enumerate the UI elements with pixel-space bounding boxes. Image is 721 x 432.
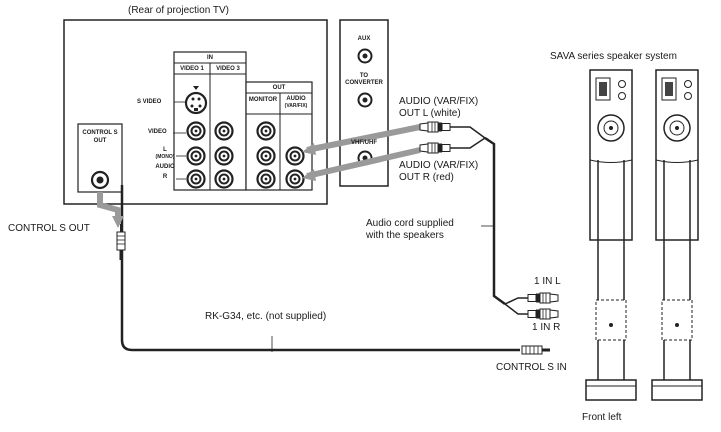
audio-cord-label-1: Audio cord supplied: [366, 218, 454, 229]
control-s-in-label: CONTROL S IN: [496, 362, 567, 373]
control-s-panel-label: CONTROL S: [82, 130, 118, 136]
video3-audio-r-jack: [214, 169, 234, 189]
audio-cord: [484, 136, 506, 306]
video1-audio-r-jack: [186, 169, 206, 189]
audio-cord-label-2: with the speakers: [366, 230, 444, 241]
to-label: TO: [359, 73, 369, 79]
control-s-cable: [120, 185, 520, 352]
audio-in-label: AUDIO: [155, 164, 175, 170]
control-s-out-plug: [116, 224, 126, 260]
control-s-out-panel-label: OUT: [93, 138, 107, 144]
front-left-label: Front left: [582, 412, 622, 423]
control-s-out-label: CONTROL S OUT: [8, 223, 90, 234]
video1-video-jack: [186, 121, 206, 141]
video3-video-jack: [214, 121, 234, 141]
s-video-jack: [184, 86, 208, 115]
rk-cable-label: RK-G34, etc. (not supplied): [205, 311, 327, 322]
video1-header: VIDEO 1: [180, 66, 204, 72]
speaker-system-label: SAVA series speaker system: [550, 51, 677, 62]
audio-out-r-label-2: OUT R (red): [399, 172, 454, 183]
aux-label: AUX: [357, 36, 371, 42]
tv-caption: (Rear of projection TV): [128, 5, 229, 16]
r-label: R: [162, 174, 168, 180]
video3-audio-l-jack: [214, 146, 234, 166]
monitor-audio-l-jack: [256, 146, 276, 166]
speaker-front-right: [651, 69, 703, 401]
monitor-header: MONITOR: [248, 97, 278, 103]
audio-out-header: AUDIO: [286, 96, 306, 102]
converter-label: CONVERTER: [345, 80, 383, 86]
in-r-label: 1 IN R: [532, 322, 561, 333]
audio-out-l-label-2: OUT L (white): [399, 108, 461, 119]
vhf-uhf-label: VHF/UHF: [351, 140, 377, 146]
monitor-audio-r-jack: [256, 169, 276, 189]
l-label: L: [163, 147, 167, 153]
speaker-front-left: [585, 69, 637, 401]
audio-out-l-jack: [285, 146, 305, 166]
video-label: VIDEO: [148, 129, 167, 135]
control-s-in-plug: [521, 345, 550, 355]
video3-header: VIDEO 3: [216, 66, 240, 72]
video1-audio-l-jack: [186, 146, 206, 166]
svideo-label: S VIDEO: [137, 99, 162, 105]
audio-out-l-label-1: AUDIO (VAR/FIX): [399, 96, 479, 107]
var-fix-header: (VAR/FIX): [284, 103, 308, 109]
audio-out-r-label-1: AUDIO (VAR/FIX): [399, 160, 479, 171]
mono-label: (MONO): [155, 154, 175, 160]
out-header: OUT: [272, 85, 286, 91]
in-l-label: 1 IN L: [534, 276, 561, 287]
audio-out-r-jack: [285, 169, 305, 189]
in-header: IN: [207, 55, 213, 61]
monitor-video-jack: [256, 121, 276, 141]
